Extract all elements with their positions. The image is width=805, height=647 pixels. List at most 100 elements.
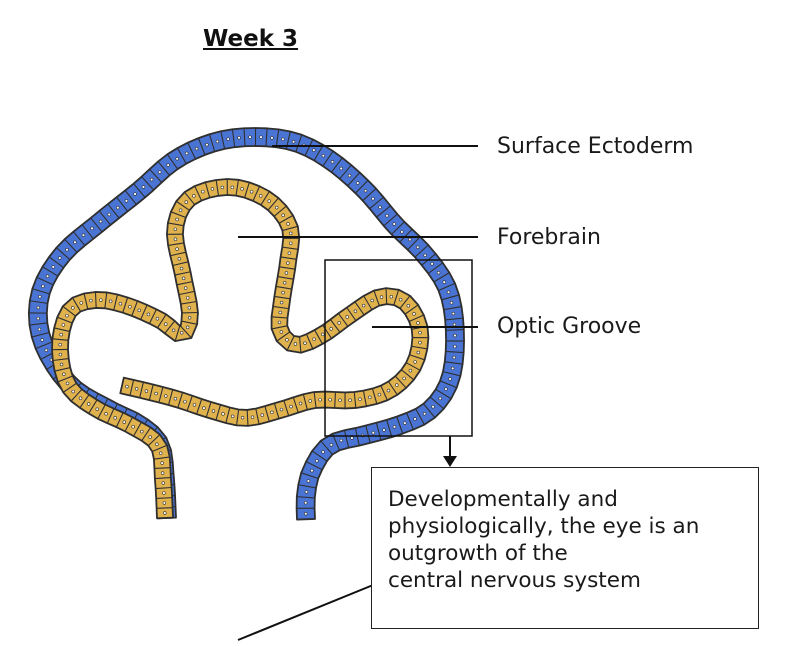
ectoderm-cell-wall bbox=[423, 403, 436, 418]
neural-cell-wall bbox=[334, 391, 336, 409]
neural-cell-wall bbox=[305, 333, 314, 350]
ectoderm-nucleus bbox=[303, 501, 308, 505]
ectoderm-nucleus bbox=[90, 226, 94, 231]
neural-cell-wall bbox=[279, 266, 296, 270]
ectoderm-nucleus bbox=[58, 256, 62, 260]
neural-cell-wall bbox=[113, 294, 119, 311]
ectoderm-cell-wall bbox=[141, 176, 155, 191]
note-line: physiologically, the eye is an bbox=[388, 514, 700, 539]
neural-cell-wall bbox=[282, 246, 299, 250]
neural-nucleus bbox=[361, 303, 366, 308]
neural-cell-wall bbox=[54, 367, 71, 372]
neural-cell-wall bbox=[168, 242, 184, 247]
neural-cell-wall bbox=[148, 309, 157, 324]
neural-cell-wall bbox=[363, 295, 373, 310]
neural-cell-wall bbox=[286, 335, 295, 351]
ectoderm-cell-wall bbox=[133, 183, 146, 198]
ectoderm-nucleus bbox=[158, 170, 162, 174]
neural-cell-wall bbox=[236, 409, 240, 426]
ectoderm-cell-wall bbox=[231, 129, 236, 148]
ectoderm-cell-wall bbox=[445, 329, 464, 331]
ectoderm-nucleus bbox=[416, 245, 420, 249]
neural-nucleus bbox=[303, 341, 307, 345]
neural-cell-wall bbox=[57, 316, 73, 324]
neural-nucleus bbox=[412, 312, 416, 316]
ectoderm-cell-wall bbox=[296, 496, 315, 499]
ectoderm-cell-wall bbox=[298, 484, 317, 489]
neural-cell-wall bbox=[70, 388, 83, 402]
ectoderm-cell-wall bbox=[439, 380, 457, 389]
ectoderm-cell-wall bbox=[90, 217, 103, 233]
note-line: outgrowth of the bbox=[388, 541, 568, 566]
ectoderm-cell-wall bbox=[375, 422, 382, 441]
ectoderm-nucleus bbox=[453, 333, 457, 338]
neural-cell-wall bbox=[186, 395, 193, 411]
ectoderm-nucleus bbox=[81, 233, 86, 237]
neural-nucleus bbox=[155, 317, 160, 321]
neural-cell-wall bbox=[313, 391, 317, 408]
neural-nucleus bbox=[345, 315, 349, 319]
neural-cell-wall bbox=[282, 225, 298, 232]
ectoderm-cell-wall bbox=[391, 221, 405, 235]
ectoderm-cell-wall bbox=[355, 179, 369, 194]
ectoderm-cell-wall bbox=[429, 396, 445, 410]
ectoderm-cell-wall bbox=[415, 408, 425, 425]
neural-nucleus bbox=[178, 208, 183, 212]
neural-cell-wall bbox=[380, 385, 388, 401]
neural-nucleus bbox=[183, 399, 187, 404]
neural-cell-wall bbox=[133, 421, 142, 437]
neural-nucleus bbox=[220, 185, 224, 190]
neural-cell-wall bbox=[83, 293, 89, 310]
ectoderm-cell-wall bbox=[107, 203, 120, 219]
neural-cell-wall bbox=[157, 313, 167, 329]
ectoderm-cell-wall bbox=[339, 164, 352, 180]
neural-nucleus bbox=[183, 286, 188, 290]
ectoderm-nucleus bbox=[382, 428, 386, 432]
neural-nucleus bbox=[279, 300, 284, 305]
ectoderm-nucleus bbox=[321, 450, 325, 454]
neural-cell-wall bbox=[404, 304, 419, 315]
ectoderm-nucleus bbox=[73, 240, 77, 244]
ectoderm-nucleus bbox=[226, 137, 230, 141]
neural-nucleus bbox=[134, 387, 139, 391]
ectoderm-nucleus bbox=[175, 157, 179, 161]
note-text: Developmentally and physiologically, the… bbox=[388, 486, 748, 594]
ectoderm-nucleus bbox=[451, 366, 455, 371]
ectoderm-nucleus bbox=[371, 197, 375, 201]
neural-cell-wall bbox=[205, 401, 212, 418]
neural-cell-wall bbox=[283, 400, 290, 416]
neural-cell-wall bbox=[184, 191, 196, 205]
ectoderm-nucleus bbox=[194, 146, 199, 151]
neural-cell-wall bbox=[271, 316, 288, 319]
ectoderm-cell-wall bbox=[29, 300, 48, 304]
neural-nucleus bbox=[338, 398, 342, 402]
neural-nucleus bbox=[406, 304, 411, 308]
ectoderm-nucleus bbox=[452, 322, 457, 327]
neural-nucleus bbox=[281, 290, 285, 295]
ectoderm-nucleus bbox=[451, 311, 456, 316]
neural-nucleus bbox=[230, 185, 234, 190]
neural-nucleus bbox=[140, 429, 144, 434]
arrow-head bbox=[443, 456, 457, 467]
neural-nucleus bbox=[89, 298, 93, 303]
neural-cell-wall bbox=[275, 285, 292, 290]
ectoderm-nucleus bbox=[304, 512, 308, 516]
neural-nucleus bbox=[370, 298, 374, 303]
neural-cell-wall bbox=[264, 405, 270, 422]
neural-cell-wall bbox=[52, 358, 69, 362]
ectoderm-nucleus bbox=[371, 431, 376, 435]
ectoderm-nucleus bbox=[321, 153, 326, 158]
neural-cell-wall bbox=[362, 390, 367, 407]
neural-cell-wall bbox=[170, 251, 187, 257]
neural-nucleus bbox=[154, 391, 158, 396]
ectoderm-cell-wall bbox=[442, 371, 461, 377]
neural-nucleus bbox=[210, 187, 215, 191]
neural-cell-wall bbox=[388, 381, 398, 396]
neural-nucleus bbox=[173, 227, 178, 231]
neural-cell-wall bbox=[215, 404, 222, 421]
ectoderm-cell-wall bbox=[166, 153, 179, 170]
neural-nucleus bbox=[377, 392, 382, 397]
neural-cell-wall bbox=[405, 362, 421, 371]
neural-nucleus bbox=[177, 257, 181, 261]
